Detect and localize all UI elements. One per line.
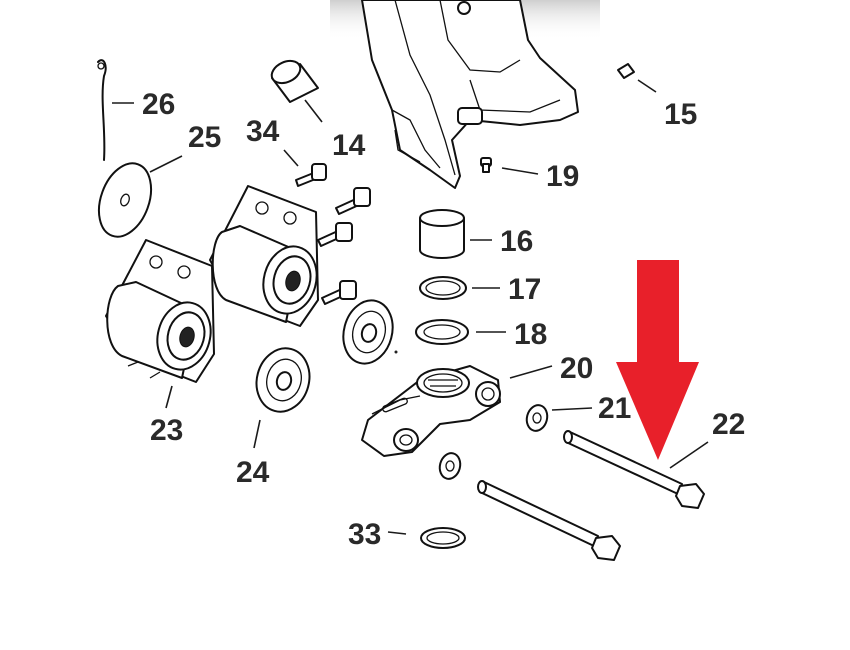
stray-dot — [394, 350, 398, 354]
bolt-lower — [321, 280, 357, 305]
part-24-washer-right — [342, 299, 394, 365]
part-19-screw — [480, 157, 492, 173]
part-15-fitting — [617, 63, 635, 79]
callout-20: 20 — [560, 352, 593, 385]
part-23-mount-lower — [105, 239, 215, 383]
part-24-washer-left — [255, 347, 311, 413]
callout-21: 21 — [598, 392, 631, 425]
part-22-bolt-upper — [563, 430, 705, 509]
callout-33: 33 — [348, 518, 381, 551]
part-21-washer-lower — [438, 452, 462, 480]
part-14-sleeve — [270, 59, 319, 103]
bolt-middle — [317, 222, 353, 247]
red-down-arrow-icon — [616, 260, 699, 460]
callout-19: 19 — [546, 160, 579, 193]
callout-22: 22 — [712, 408, 745, 441]
callout-26: 26 — [142, 88, 175, 121]
callout-17: 17 — [508, 273, 541, 306]
callout-14: 14 — [332, 129, 366, 162]
part-16-bushing — [419, 209, 465, 259]
part-34-bolt — [295, 163, 327, 187]
callout-25: 25 — [188, 121, 221, 154]
part-17-seal — [419, 276, 467, 300]
main-bracket — [361, 0, 579, 189]
part-20-arm — [361, 365, 501, 457]
part-22-bolt-lower — [477, 480, 621, 561]
part-25-washer — [97, 162, 153, 238]
part-21-washer-upper — [525, 404, 549, 432]
bolt-upper — [335, 187, 371, 215]
part-23-mount-upper — [209, 185, 319, 327]
callout-24: 24 — [236, 456, 270, 489]
part-33-snap-ring — [420, 527, 466, 549]
callout-18: 18 — [514, 318, 547, 351]
callout-16: 16 — [500, 225, 533, 258]
callout-34: 34 — [246, 115, 280, 148]
part-18-washer — [415, 319, 469, 345]
part-26-wire — [97, 59, 107, 161]
callout-23: 23 — [150, 414, 183, 447]
callout-15: 15 — [664, 98, 697, 131]
